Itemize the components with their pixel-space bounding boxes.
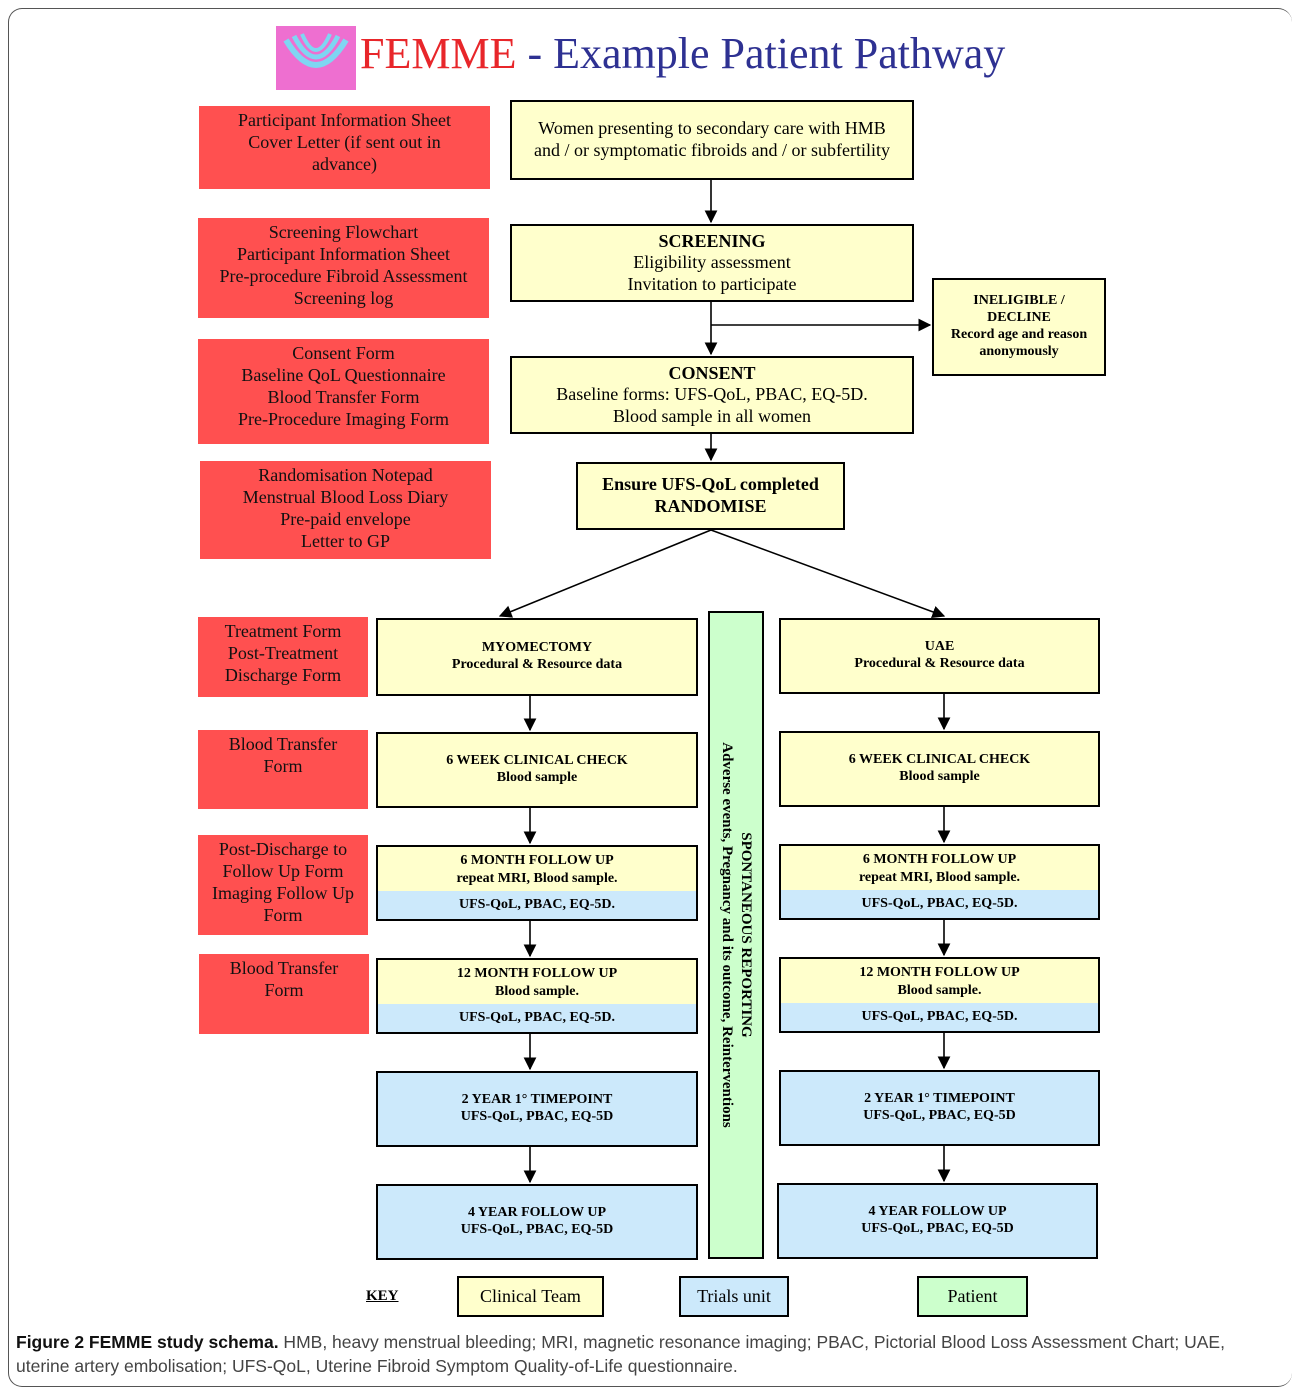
page-title: FEMME - Example Patient Pathway xyxy=(360,29,1006,78)
caption-text: HMB, heavy menstrual bleeding; MRI, magn… xyxy=(16,1332,1225,1376)
right-4-year-box: 4 YEAR FOLLOW UP UFS-QoL, PBAC, EQ-5D xyxy=(777,1183,1098,1259)
documents-box-2: Screening Flowchart Participant Informat… xyxy=(198,218,489,318)
title-text: Example Patient Pathway xyxy=(553,29,1006,78)
title-brand: FEMME xyxy=(360,29,517,78)
right-6-week-check-box: 6 WEEK CLINICAL CHECK Blood sample xyxy=(779,731,1100,807)
femme-logo-icon xyxy=(276,26,356,90)
right-6-month-box: 6 MONTH FOLLOW UP repeat MRI, Blood samp… xyxy=(779,844,1100,920)
entry-box: Women presenting to secondary care with … xyxy=(510,100,914,180)
figure-caption: Figure 2 FEMME study schema. HMB, heavy … xyxy=(16,1330,1266,1378)
left-6-week-check-box: 6 WEEK CLINICAL CHECK Blood sample xyxy=(376,732,698,808)
documents-box-8: Blood Transfer Form xyxy=(199,954,369,1034)
key-trials-unit: Trials unit xyxy=(679,1276,789,1317)
key-patient: Patient xyxy=(917,1276,1028,1317)
myomectomy-box: MYOMECTOMY Procedural & Resource data xyxy=(376,618,698,696)
left-2-year-box: 2 YEAR 1° TIMEPOINT UFS-QoL, PBAC, EQ-5D xyxy=(376,1071,698,1147)
uae-box: UAE Procedural & Resource data xyxy=(779,618,1100,694)
left-4-year-box: 4 YEAR FOLLOW UP UFS-QoL, PBAC, EQ-5D xyxy=(376,1184,698,1260)
key-label: KEY xyxy=(366,1288,399,1304)
key-clinical-team: Clinical Team xyxy=(457,1276,604,1317)
documents-box-5: Treatment Form Post-Treatment Discharge … xyxy=(198,617,368,697)
left-12-month-box: 12 MONTH FOLLOW UP Blood sample. UFS-QoL… xyxy=(376,958,698,1034)
spontaneous-reporting-box: SPONTANEOUS REPORTING Adverse events, Pr… xyxy=(708,611,764,1259)
documents-box-3: Consent Form Baseline QoL Questionnaire … xyxy=(198,339,489,444)
documents-box-6: Blood Transfer Form xyxy=(198,730,368,809)
randomise-box: Ensure UFS-QoL completed RANDOMISE xyxy=(576,462,845,530)
ineligible-box: INELIGIBLE / DECLINE Record age and reas… xyxy=(932,278,1106,376)
left-6-month-box: 6 MONTH FOLLOW UP repeat MRI, Blood samp… xyxy=(376,845,698,921)
right-2-year-box: 2 YEAR 1° TIMEPOINT UFS-QoL, PBAC, EQ-5D xyxy=(779,1070,1100,1146)
documents-box-4: Randomisation Notepad Menstrual Blood Lo… xyxy=(200,461,491,559)
documents-box-7: Post-Discharge to Follow Up Form Imaging… xyxy=(198,835,368,935)
caption-title: Figure 2 FEMME study schema. xyxy=(16,1332,279,1352)
right-12-month-box: 12 MONTH FOLLOW UP Blood sample. UFS-QoL… xyxy=(779,957,1100,1033)
screening-box: SCREENING Eligibility assessment Invitat… xyxy=(510,224,914,302)
consent-box: CONSENT Baseline forms: UFS-QoL, PBAC, E… xyxy=(510,356,914,434)
documents-box-1: Participant Information Sheet Cover Lett… xyxy=(199,106,490,189)
